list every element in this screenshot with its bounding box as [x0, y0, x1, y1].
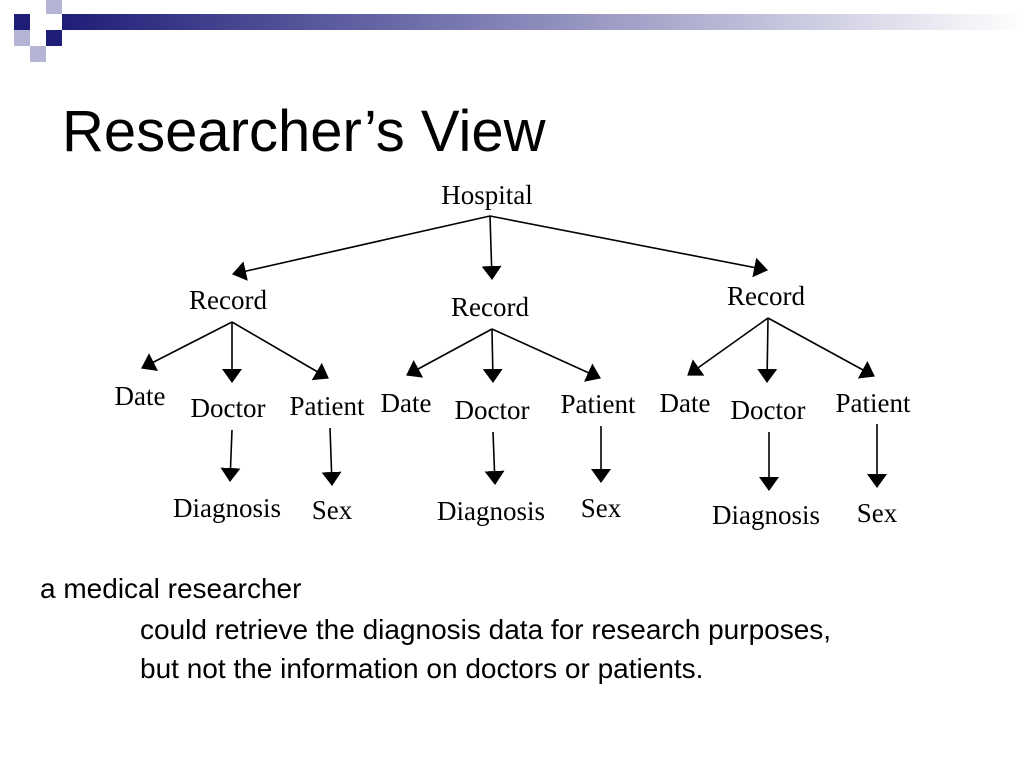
node-record-2: Record	[451, 292, 529, 322]
node-diagnosis-3: Diagnosis	[712, 500, 820, 530]
deco-square	[14, 30, 30, 46]
node-record-1: Record	[189, 285, 267, 315]
caption-line-2: could retrieve the diagnosis data for re…	[140, 614, 832, 645]
deco-square	[46, 30, 62, 46]
node-doctor-3: Doctor	[731, 395, 806, 425]
node-date-3: Date	[660, 388, 711, 418]
edge-record-2-doctor	[482, 328, 503, 383]
edge-record-3-patient	[767, 317, 875, 379]
node-record-3: Record	[727, 281, 805, 311]
slide-title: Researcher’s View	[62, 99, 546, 164]
edge-hospital-record-3	[489, 215, 768, 278]
edge-record-3-date	[687, 317, 769, 376]
node-hospital: Hospital	[441, 180, 533, 210]
deco-square	[46, 0, 62, 14]
edge-hospital-record-2	[481, 215, 502, 280]
node-patient-1: Patient	[290, 391, 365, 421]
node-patient-2: Patient	[561, 389, 636, 419]
edge-record-3-doctor	[757, 317, 778, 383]
header-gradient-bar	[62, 14, 1024, 30]
node-diagnosis-2: Diagnosis	[437, 496, 545, 526]
deco-square	[30, 46, 46, 62]
caption-line-3: but not the information on doctors or pa…	[140, 653, 704, 684]
edge-record-1-date	[141, 321, 233, 371]
hierarchy-diagram: Hospital Record Date Doctor Patient Diag…	[115, 180, 911, 530]
caption-line-1: a medical researcher	[40, 573, 302, 604]
node-sex-2: Sex	[581, 493, 622, 523]
edge-doctor-1-diagnosis	[220, 429, 241, 482]
edge-record-2-patient	[491, 328, 601, 382]
edge-patient-1-sex	[321, 427, 342, 486]
node-doctor-1: Doctor	[191, 393, 266, 423]
deco-square	[14, 14, 30, 30]
node-date-1: Date	[115, 381, 166, 411]
edge-record-2-date	[406, 328, 493, 378]
header-decoration	[14, 0, 1024, 62]
edge-record-1-patient	[231, 321, 329, 381]
node-patient-3: Patient	[836, 388, 911, 418]
node-doctor-2: Doctor	[455, 395, 530, 425]
node-sex-1: Sex	[312, 495, 353, 525]
node-date-2: Date	[381, 388, 432, 418]
edge-hospital-record-1	[232, 215, 491, 281]
node-diagnosis-1: Diagnosis	[173, 493, 281, 523]
node-sex-3: Sex	[857, 498, 898, 528]
edge-doctor-2-diagnosis	[484, 431, 505, 485]
